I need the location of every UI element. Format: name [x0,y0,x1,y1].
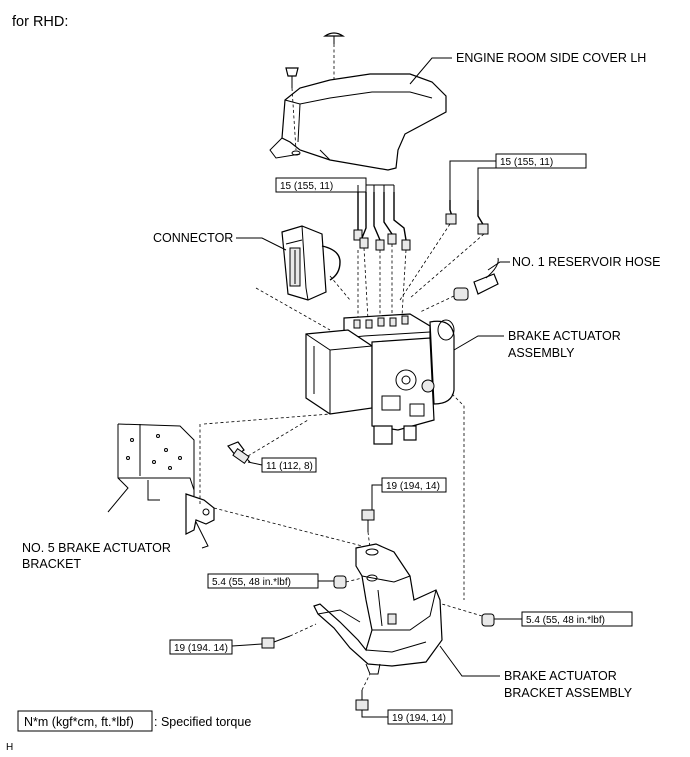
connector-leader [236,237,287,251]
reservoir-hose [419,257,499,313]
engine-room-side-cover [269,32,447,171]
bracket-assy-label-2: BRACKET ASSEMBLY [504,686,633,700]
engine-cover-label: ENGINE ROOM SIDE COVER LH [456,51,646,65]
torque-bolt-11: 11 (112, 8) [266,461,313,472]
brake-pipes-left [353,192,411,251]
torque-nut-left: 5.4 (55, 48 in.*lbf) [212,577,291,588]
torque-pipes-right: 15 (155, 11) [500,157,553,168]
clip-top [323,32,345,44]
legend-unit: N*m (kgf*cm, ft.*lbf) [24,715,134,729]
bolt-19-top [361,509,375,532]
torque-nut-right: 5.4 (55, 48 in.*lbf) [526,615,605,626]
actuator-leader [453,335,504,351]
cover-leader-line [409,57,452,85]
no5-bracket-label-2: BRACKET [22,557,81,571]
actuator-label-2: ASSEMBLY [508,346,575,360]
body-wall-section [107,423,195,513]
no5-bracket [185,493,215,535]
nut-5-4-right [481,613,495,627]
torque-legend: N*m (kgf*cm, ft.*lbf) : Specified torque [17,710,251,732]
diagram-heading: for RHD: [12,14,68,30]
pipes-right-leader [449,160,496,200]
brake-actuator-bracket-assembly [313,543,443,675]
torque-bolt-19-bottom: 19 (194, 14) [392,713,446,724]
clip-left [285,67,299,88]
legend-text: : Specified torque [154,715,251,729]
bolt-19-left [261,635,291,649]
actuator-label-1: BRAKE ACTUATOR [508,329,621,343]
torque-pipes-left: 15 (155, 11) [280,181,333,192]
no5-bracket-label-1: NO. 5 BRAKE ACTUATOR [22,541,171,555]
hose-leader [487,261,510,271]
nut-5-4-left [333,575,347,589]
legend-box [17,710,153,732]
brake-actuator-assembly [305,313,455,445]
bolt-11 [227,441,251,464]
reservoir-hose-label: NO. 1 RESERVOIR HOSE [512,255,660,269]
torque-box-bolt-19-left [169,639,233,655]
bracket-assy-leader [439,645,500,677]
no5-bracket-leader [195,521,209,549]
torque-bolt-19-left: 19 (194. 14) [174,643,228,654]
footer-code: H [6,742,13,753]
torque-bolt-19-top: 19 (194, 14) [386,481,440,492]
connector-label: CONNECTOR [153,231,233,245]
connector [281,225,341,301]
bracket-assy-label-1: BRAKE ACTUATOR [504,669,617,683]
brake-pipes-right [445,200,489,235]
bolt-19-bottom [355,690,369,711]
